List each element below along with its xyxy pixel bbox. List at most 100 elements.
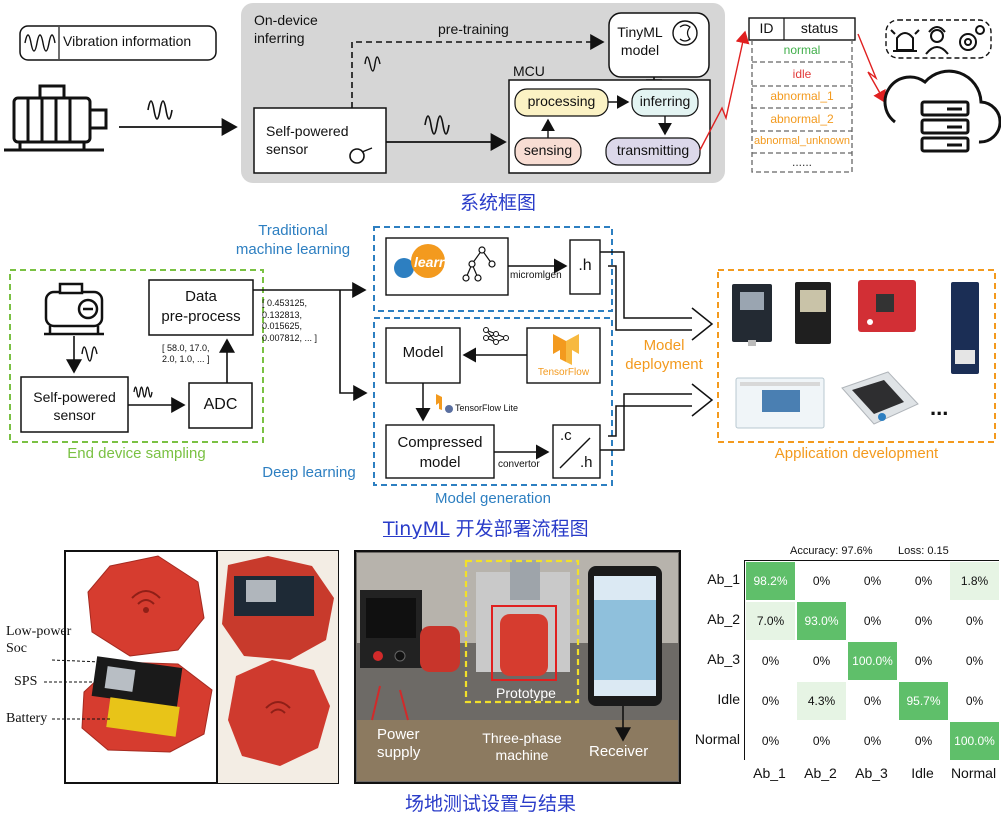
matrix-cell: 1.8% xyxy=(949,561,1000,601)
c-file-label: .c xyxy=(560,427,572,444)
alarm-icon xyxy=(890,29,920,52)
row-label: Idle xyxy=(717,691,740,707)
mcu-label: MCU xyxy=(513,63,545,79)
matrix-cell: 0% xyxy=(745,681,796,721)
deep-learning-group xyxy=(373,317,613,486)
sensor-label-2: Self-powered sensor xyxy=(33,389,116,424)
matrix-cell: 0% xyxy=(847,561,898,601)
legend-label: Vibration information xyxy=(63,33,192,49)
matrix-cell: 0% xyxy=(847,601,898,641)
dev-board-1 xyxy=(732,284,772,346)
loss-label: Loss: 0.15 xyxy=(898,545,949,557)
deep-learning-label: Deep learning xyxy=(262,464,356,481)
micromlgen-label: micromlgen xyxy=(510,270,562,281)
matrix-cell: 93.0% xyxy=(796,601,847,641)
network-icon xyxy=(483,327,509,345)
power-supply-label: Power supply xyxy=(377,726,421,761)
battery-label: Battery xyxy=(6,711,48,726)
status-item: idle xyxy=(792,67,812,81)
status-item: normal xyxy=(783,43,821,57)
noise-wave-icon xyxy=(133,386,153,398)
tinyml-caption-suffix: 开发部署流程图 xyxy=(449,518,589,540)
status-item: abnormal_unknown xyxy=(753,135,850,147)
three-phase-label: Three-phase machine xyxy=(482,730,562,763)
prototype-device xyxy=(500,614,548,676)
matrix-cell: 0% xyxy=(898,721,949,761)
table-header-status: status xyxy=(800,20,839,36)
wave-icon xyxy=(424,115,450,135)
end-device-group xyxy=(9,269,264,443)
h-file-label: .h xyxy=(578,257,592,274)
status-item: abnormal_2 xyxy=(770,112,834,126)
transmitting-step: transmitting xyxy=(616,142,690,158)
status-item: ...... xyxy=(791,155,812,169)
table-header-id: ID xyxy=(759,20,774,36)
tflite-logo xyxy=(436,394,442,410)
col-label: Normal xyxy=(950,765,997,781)
matrix-cell: 0% xyxy=(898,561,949,601)
col-label: Idle xyxy=(911,765,934,781)
dev-board-4 xyxy=(951,282,979,374)
dev-board-6 xyxy=(841,371,919,425)
motor-small-icon xyxy=(44,282,104,336)
status-item: abnormal_1 xyxy=(770,89,834,103)
compressed-model-label: Compressed model xyxy=(397,434,483,471)
enclosure-lid xyxy=(87,555,205,657)
col-label: Ab_2 xyxy=(804,765,837,781)
matrix-cell: 100.0% xyxy=(847,641,898,681)
matrix-cell: 0% xyxy=(796,641,847,681)
wave-icon xyxy=(81,346,98,362)
row-label: Ab_2 xyxy=(707,611,740,627)
raw-values: [ 58.0, 17.0, 2.0, 1.0, ... ] xyxy=(162,343,210,365)
dev-board-5 xyxy=(735,377,825,429)
matrix-cell: 0% xyxy=(745,721,796,761)
col-label: Ab_1 xyxy=(753,765,786,781)
more-devices-ellipsis: ... xyxy=(930,395,949,420)
confusion-matrix: 98.2%0%0%0%1.8%7.0%93.0%0%0%0%0%0%100.0%… xyxy=(744,560,1000,761)
sensor-box xyxy=(253,107,387,174)
matrix-cell: 0% xyxy=(745,641,796,681)
wave-icon xyxy=(24,34,56,52)
dev-board-3 xyxy=(858,280,916,332)
tensorflow-logo xyxy=(553,334,566,362)
application-group xyxy=(717,269,996,443)
row-label: Ab_1 xyxy=(707,571,740,587)
matrix-cell: 0% xyxy=(898,641,949,681)
convertor-label: convertor xyxy=(498,459,540,470)
tflite-label: TensorFlow Lite xyxy=(455,403,519,413)
deploy-arrow-1 xyxy=(691,307,714,341)
prototype-highlight xyxy=(491,605,557,681)
matrix-cell: 0% xyxy=(898,601,949,641)
tinyml-caption-prefix: TinyML xyxy=(383,518,450,540)
model-box xyxy=(385,327,461,384)
motor-icon xyxy=(4,84,108,152)
preprocess-box xyxy=(148,279,254,336)
sensor-label: Self-powered sensor xyxy=(266,123,349,158)
c-h-file-box xyxy=(552,424,601,479)
prototype-label: Prototype xyxy=(496,685,556,701)
tinyml-flow-caption: TinyML 开发部署流程图 xyxy=(383,514,589,541)
col-label: Ab_3 xyxy=(855,765,888,781)
field-test-caption: 场地测试设置与结果 xyxy=(405,793,577,815)
matrix-cell: 0% xyxy=(847,681,898,721)
sensor-box-2 xyxy=(20,376,129,433)
gear-icon xyxy=(959,25,985,51)
matrix-cell: 95.7% xyxy=(898,681,949,721)
wave-icon xyxy=(364,56,381,72)
brain-chip-icon xyxy=(672,20,698,46)
matrix-cell: 0% xyxy=(949,601,1000,641)
legend-box xyxy=(19,25,217,61)
system-diagram-caption: 系统框图 xyxy=(460,192,537,214)
tinyml-model-label: TinyML model xyxy=(617,24,663,58)
processing-step: processing xyxy=(527,93,596,109)
matrix-cell: 0% xyxy=(796,561,847,601)
model-deployment-label: Model deployment xyxy=(625,337,703,373)
confusion-grid: 98.2%0%0%0%1.8%7.0%93.0%0%0%0%0%0%100.0%… xyxy=(745,561,1000,761)
cloud-server-icon xyxy=(883,69,1001,153)
matrix-cell: 4.3% xyxy=(796,681,847,721)
accuracy-label: Accuracy: 97.6% xyxy=(790,545,873,557)
receiver-label: Receiver xyxy=(589,743,649,760)
row-label: Normal xyxy=(694,731,740,747)
adc-box xyxy=(188,382,253,429)
